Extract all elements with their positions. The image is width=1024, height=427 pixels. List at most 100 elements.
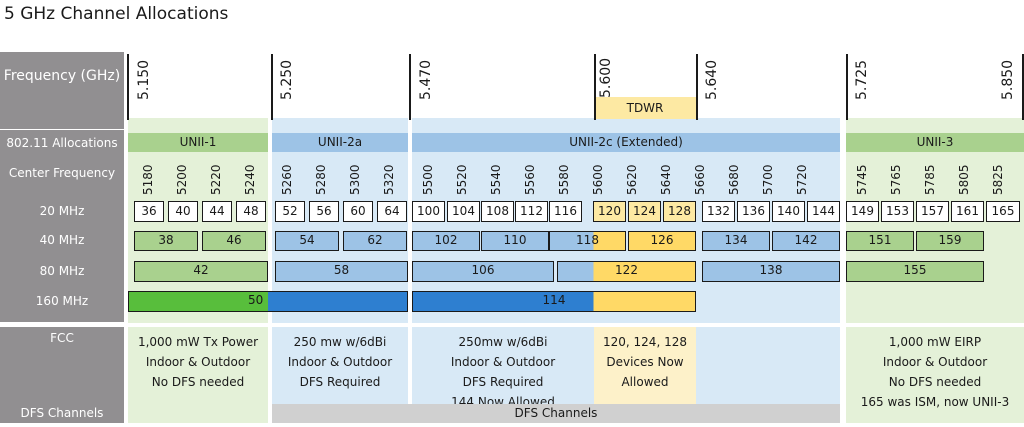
freq-line-5470 [409, 54, 411, 120]
fcc-unii3-region [846, 327, 1024, 423]
fcc-line: 1,000 mW Tx Power [137, 335, 259, 349]
center-frequency: 5200 [175, 164, 189, 195]
channel-20mhz: 108 [481, 201, 514, 222]
channel-160mhz-label: 50 [248, 293, 264, 307]
channel-20mhz: 36 [134, 201, 164, 222]
center-frequency: 5520 [455, 164, 469, 195]
fcc-unii2c-text: 250mw w/6dBi Indoor & Outdoor DFS Requir… [412, 332, 594, 412]
fcc-line: DFS Required [299, 375, 381, 389]
center-frequency: 5260 [280, 164, 294, 195]
fcc-line: Indoor & Outdoor [450, 355, 556, 369]
channel-80mhz-split: 122 [557, 261, 696, 282]
channel-80mhz: 58 [275, 261, 408, 282]
row-label-40mhz: 40 MHz [39, 233, 85, 247]
frequency-label: 5.850 [1000, 59, 1016, 100]
channel-20mhz: 56 [309, 201, 339, 222]
center-frequency: 5680 [727, 164, 741, 195]
channel-20mhz: 144 [807, 201, 840, 222]
channel-40mhz: 46 [202, 231, 266, 251]
fcc-line: No DFS needed [888, 375, 982, 389]
center-frequency: 5560 [523, 164, 537, 195]
label-column-top [0, 52, 124, 322]
channel-20mhz-tdwr: 120 [593, 201, 626, 222]
fcc-unii1-region [128, 327, 268, 423]
channel-40mhz-split: 118 [549, 231, 626, 251]
channel-40mhz: 134 [702, 231, 770, 251]
fcc-line: Indoor & Outdoor [145, 355, 251, 369]
channel-40mhz: 102 [412, 231, 480, 251]
channel-20mhz: 60 [343, 201, 373, 222]
channel-20mhz: 136 [737, 201, 770, 222]
center-frequency: 5620 [625, 164, 639, 195]
band-unii2a: UNII-2a [272, 133, 408, 152]
channel-80mhz: 138 [702, 261, 840, 282]
channel-40mhz: 151 [846, 231, 914, 251]
row-label-dfs-channels: DFS Channels [20, 406, 104, 420]
channel-20mhz: 161 [951, 201, 984, 222]
row-label-80mhz: 80 MHz [39, 264, 85, 278]
label-divider [0, 129, 124, 130]
center-frequency: 5745 [855, 164, 869, 195]
fcc-line: 1,000 mW EIRP [888, 335, 982, 349]
fcc-tdwr-text: 120, 124, 128 Devices Now Allowed [594, 332, 696, 392]
channel-20mhz: 165 [986, 201, 1020, 222]
channel-80mhz: 42 [134, 261, 268, 282]
center-frequency: 5280 [314, 164, 328, 195]
channel-20mhz: 100 [412, 201, 445, 222]
dfs-channels-bar: DFS Channels [272, 404, 840, 423]
center-frequency: 5500 [421, 164, 435, 195]
band-unii2c: UNII-2c (Extended) [412, 133, 840, 152]
channel-40mhz: 38 [134, 231, 198, 251]
fcc-unii2a-text: 250 mw w/6dBi Indoor & Outdoor DFS Requi… [272, 332, 408, 392]
channel-20mhz: 104 [447, 201, 480, 222]
channel-160mhz: 50 [128, 291, 408, 312]
freq-line-5150 [127, 54, 129, 120]
center-frequency: 5180 [141, 164, 155, 195]
channel-20mhz: 153 [881, 201, 914, 222]
channel-40mhz: 62 [343, 231, 407, 251]
freq-line-5600 [594, 54, 596, 120]
frequency-label: 5.600 [598, 57, 614, 98]
fcc-line: 250mw w/6dBi [458, 335, 548, 349]
frequency-label: 5.640 [704, 59, 720, 100]
row-label-allocations: 802.11 Allocations [6, 136, 118, 150]
row-label-frequency: Frequency (GHz) [3, 68, 121, 84]
fcc-line: Devices Now [606, 355, 684, 369]
center-frequency: 5805 [957, 164, 971, 195]
center-frequency: 5700 [761, 164, 775, 195]
fcc-line: 165 was ISM, now UNII-3 [860, 395, 1010, 409]
fcc-line: 120, 124, 128 [603, 335, 687, 349]
channel-20mhz: 40 [168, 201, 198, 222]
fcc-line: No DFS needed [151, 375, 245, 389]
channel-40mhz: 110 [481, 231, 549, 251]
channel-160mhz: 114 [412, 291, 696, 312]
center-frequency: 5785 [923, 164, 937, 195]
label-column-bottom [0, 327, 124, 423]
center-frequency: 5320 [382, 164, 396, 195]
channel-20mhz: 116 [549, 201, 582, 222]
fcc-line: Indoor & Outdoor [882, 355, 988, 369]
channel-20mhz: 157 [916, 201, 949, 222]
row-label-fcc: FCC [50, 331, 74, 345]
center-frequency: 5220 [209, 164, 223, 195]
channel-40mhz: 159 [916, 231, 984, 251]
center-frequency: 5765 [889, 164, 903, 195]
band-unii3: UNII-3 [846, 133, 1024, 152]
channel-20mhz: 64 [377, 201, 407, 222]
tdwr-label: TDWR [594, 97, 696, 119]
channel-80mhz: 106 [412, 261, 554, 282]
row-label-20mhz: 20 MHz [39, 204, 85, 218]
center-frequency: 5240 [243, 164, 257, 195]
channel-20mhz: 140 [772, 201, 805, 222]
channel-40mhz-tdwr: 126 [628, 231, 696, 251]
fcc-unii1-text: 1,000 mW Tx Power Indoor & Outdoor No DF… [128, 332, 268, 392]
center-frequency: 5300 [348, 164, 362, 195]
channel-20mhz: 149 [846, 201, 879, 222]
channel-20mhz: 48 [236, 201, 266, 222]
fcc-line: Allowed [621, 375, 669, 389]
frequency-label: 5.250 [279, 59, 295, 100]
channel-20mhz-tdwr: 128 [663, 201, 696, 222]
row-label-center-frequency: Center Frequency [8, 166, 116, 180]
fcc-line: 250 mw w/6dBi [293, 335, 387, 349]
